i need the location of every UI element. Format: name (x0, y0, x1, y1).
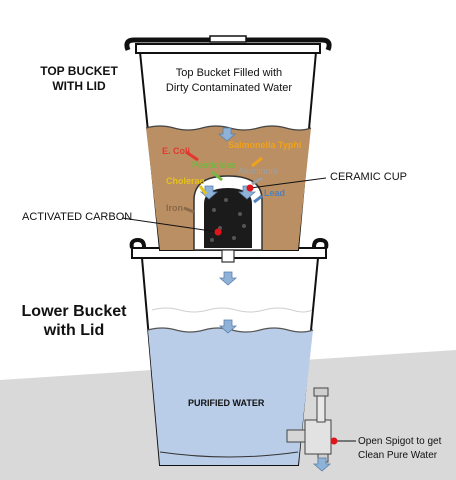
flow-arrow-icon (218, 319, 238, 334)
contaminant-salmonella: Salmonella Typhi (228, 140, 302, 150)
flow-arrow-icon (218, 271, 238, 286)
contaminant-iron: Iron (166, 203, 183, 213)
lower-bucket (129, 237, 329, 466)
ceramic-cup-label: CERAMIC CUP (330, 171, 408, 183)
contaminant-lead: Lead (264, 188, 286, 198)
pointer-lines (121, 177, 356, 442)
contaminant-e-coli: E. Coli (162, 146, 191, 156)
contaminant-arrows (183, 150, 263, 214)
purified-water-label: PURIFIED WATER (188, 398, 265, 408)
flow-arrows (199, 127, 332, 472)
flow-arrow-icon (217, 127, 237, 142)
lower-bucket-label: Lower Bucket with Lid (21, 303, 127, 339)
pointer-dots (214, 184, 338, 445)
contaminant-pesticides: Pesticides (192, 160, 237, 170)
top-bucket-label: TOP BUCKET WITH LID (40, 64, 118, 93)
spigot-label: Open Spigot to get Clean Pure Water (358, 436, 442, 461)
contaminant-aluminum: Aluminum (238, 166, 279, 176)
clean-water (148, 328, 313, 465)
activated-carbon-label: ACTIVATED CARBON (22, 211, 133, 223)
top-bucket-description: Top Bucket Filled with Dirty Contaminate… (165, 67, 293, 94)
contaminant-cholerae: Cholerae (166, 176, 205, 186)
flow-arrow-icon (312, 457, 332, 472)
